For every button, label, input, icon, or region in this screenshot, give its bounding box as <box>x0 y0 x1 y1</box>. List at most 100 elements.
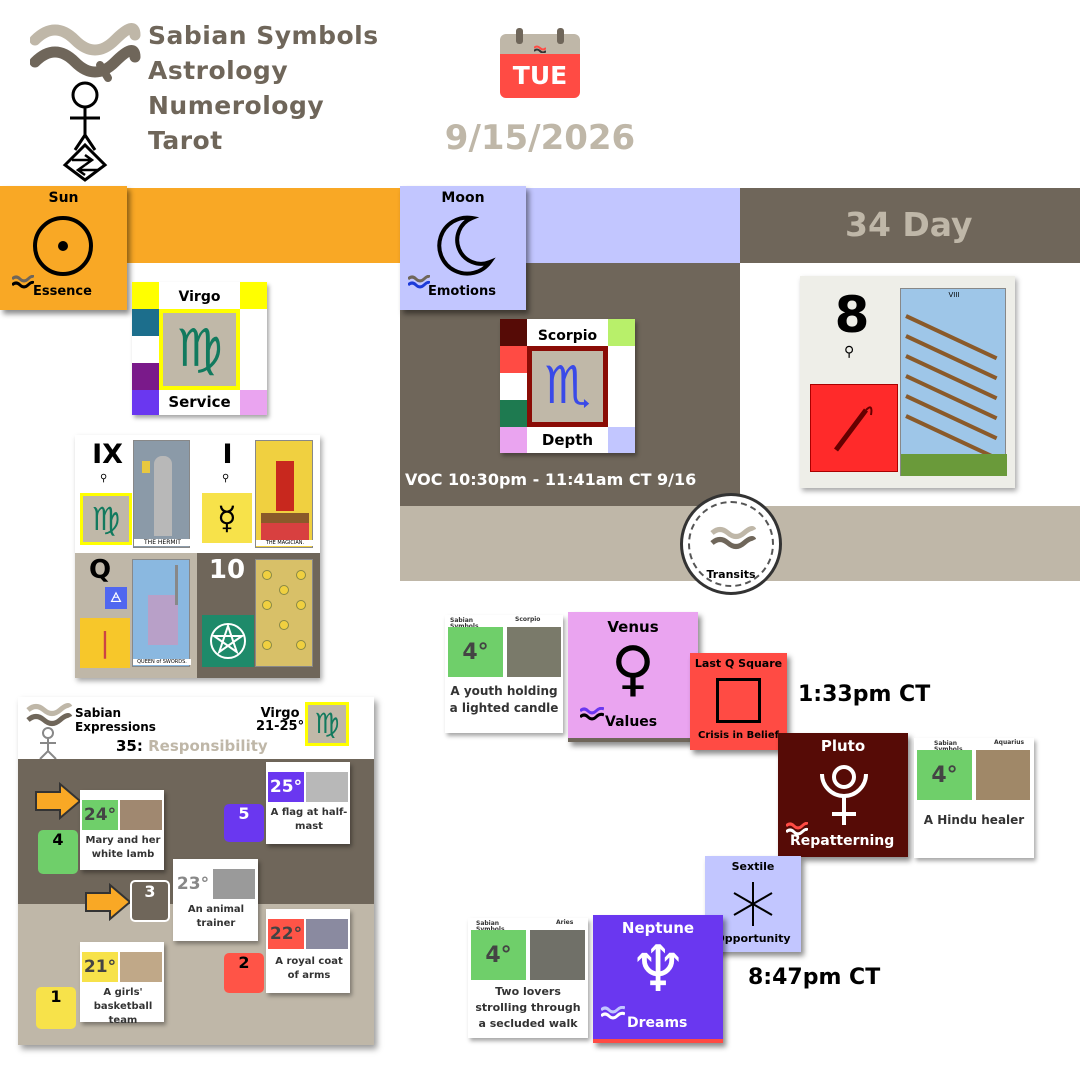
ten-pentacles-card <box>255 559 313 667</box>
date-text: 9/15/2026 <box>444 118 636 158</box>
tarot-numeral-queen: Q <box>88 555 112 585</box>
sabian-num-5: 5 <box>224 804 264 842</box>
brand-line-tarot: Tarot <box>148 126 223 155</box>
aspect-square-card: Last Q Square Crisis in Belief <box>690 653 787 750</box>
sabian-card-21: 21° A girls' basketball team <box>80 942 164 1026</box>
arrow-icon <box>84 882 132 925</box>
sun-sign-card: ♍ Virgo Service <box>132 282 267 415</box>
pluto-label: Pluto <box>820 737 866 755</box>
hermit-symbol-card: ♍ <box>80 493 132 545</box>
tarot-numeral-magician: I <box>222 439 233 470</box>
sun-tarot-grid: IX ⚲ ♍ THE HERMIT I ⚲ ☿ THE MAGICIAN. Q … <box>75 435 320 678</box>
pluto-logo-icon <box>784 821 810 840</box>
sabian-card-24: 24° Mary and her white lamb <box>80 790 164 870</box>
venus-icon: ♀ <box>611 634 655 704</box>
moon-sign-glyph: ♏ <box>544 356 591 416</box>
sabian-theme: 35: Responsibility <box>116 737 268 755</box>
moon-sign-card: ♏ Scorpio Depth <box>500 319 635 453</box>
brand-line-sabian: Sabian Symbols <box>148 21 379 50</box>
tarot-numeral-ten: 10 <box>208 555 246 585</box>
brand-logo <box>29 20 145 185</box>
calendar-icon: TUE <box>500 28 580 100</box>
neptune-label: Neptune <box>621 919 695 937</box>
transits-logo-icon <box>710 526 757 554</box>
sabian-sign: Virgo 21-25° <box>256 706 305 734</box>
pluto-keyword: Repatterning <box>790 833 895 849</box>
queen-swords-card: QUEEN of SWORDS. <box>132 559 191 667</box>
day-label: 34 Day <box>845 205 973 244</box>
aspect-square-label: Last Q Square <box>694 657 783 670</box>
brand-line-astrology: Astrology <box>148 56 289 85</box>
moon-card: Moon Emotions <box>400 186 526 310</box>
sun-icon <box>30 213 96 283</box>
venus-label: Venus <box>607 618 659 636</box>
brand-title: Sabian Symbols Astrology Numerology Taro… <box>148 18 379 158</box>
hermit-card: THE HERMIT <box>133 440 191 548</box>
eight-wands-card: VIII <box>900 288 1007 476</box>
moon-keyword: Emotions <box>428 284 496 299</box>
wand-suit-card <box>810 384 898 472</box>
numerology-icon: ⚲ <box>100 473 108 484</box>
numerology-icon: ⚲ <box>222 473 230 484</box>
transits-badge: Transits <box>680 493 782 595</box>
sabian-card-23: 23° An animal trainer <box>173 859 258 941</box>
sabian-sign-icon: ♍ <box>305 702 349 746</box>
venus-keyword: Values <box>605 714 658 730</box>
sabian-num-2: 2 <box>224 953 264 993</box>
sun-sign-glyph: ♍ <box>176 319 223 379</box>
sword-suit-card: | <box>80 618 130 668</box>
sun-logo-icon <box>10 274 36 293</box>
magician-symbol-card: ☿ <box>202 493 252 543</box>
moon-label: Moon <box>441 190 485 206</box>
neptune-card: Neptune ♆ Dreams <box>593 915 723 1043</box>
venus-logo-icon <box>578 706 605 725</box>
aspect-sextile-label: Sextile <box>731 860 775 873</box>
day-card: 8 ⚲ VIII <box>800 276 1015 488</box>
sabian-num-1: 1 <box>36 987 76 1029</box>
sun-keyword: Essence <box>33 284 92 299</box>
sabian-card-22: 22° A royal coat of arms <box>266 909 350 993</box>
air-symbol-card: 🜁 <box>105 587 127 609</box>
arrow-icon <box>34 781 82 824</box>
sun-sign-keyword: Service <box>159 390 240 415</box>
tarot-numeral-hermit: IX <box>92 439 123 470</box>
aspect-square-keyword: Crisis in Belief <box>698 730 779 741</box>
sun-label: Sun <box>48 190 79 206</box>
sabian-logo-icon <box>26 703 74 767</box>
square-aspect-icon <box>716 678 761 723</box>
calendar-logo-icon <box>533 38 547 54</box>
aspect-sextile-keyword: Opportunity <box>715 932 791 945</box>
sabian-num-4: 4 <box>38 830 78 874</box>
pentacle-suit-card <box>202 615 254 667</box>
magician-card: THE MAGICIAN. <box>255 440 314 548</box>
sabian-panel: Sabian Expressions 35: Responsibility Vi… <box>18 697 374 1045</box>
moon-logo-icon <box>406 274 432 293</box>
transits-label: Transits <box>706 568 756 581</box>
neptune-icon: ♆ <box>629 933 687 1007</box>
sun-sign-name: Virgo <box>159 289 240 305</box>
pluto-icon <box>814 759 874 833</box>
pluto-card: Pluto Repatterning <box>778 733 908 857</box>
sabian-title: Sabian Expressions <box>75 706 156 734</box>
numerology-icon: ⚲ <box>844 344 855 360</box>
day-band <box>740 188 1080 263</box>
moon-voc: VOC 10:30pm - 11:41am CT 9/16 <box>405 470 697 489</box>
sabian-card-25: 25° A flag at half-mast <box>266 762 350 844</box>
venus-card: Venus ♀ Values <box>568 612 698 742</box>
neptune-logo-icon <box>599 1005 626 1024</box>
brand-line-numerology: Numerology <box>148 91 325 120</box>
sun-card: Sun Essence <box>0 186 127 310</box>
moon-icon <box>430 212 496 282</box>
day-number: 8 <box>834 286 870 344</box>
weekday: TUE <box>500 54 580 98</box>
neptune-keyword: Dreams <box>627 1015 688 1031</box>
sabian-num-3: 3 <box>130 880 170 922</box>
sextile-aspect-icon <box>729 880 777 932</box>
moon-sign-name: Scorpio <box>527 328 608 344</box>
transit-time-1: 1:33pm CT <box>798 682 931 707</box>
transit-time-2: 8:47pm CT <box>748 965 881 990</box>
moon-sign-keyword: Depth <box>527 427 608 453</box>
